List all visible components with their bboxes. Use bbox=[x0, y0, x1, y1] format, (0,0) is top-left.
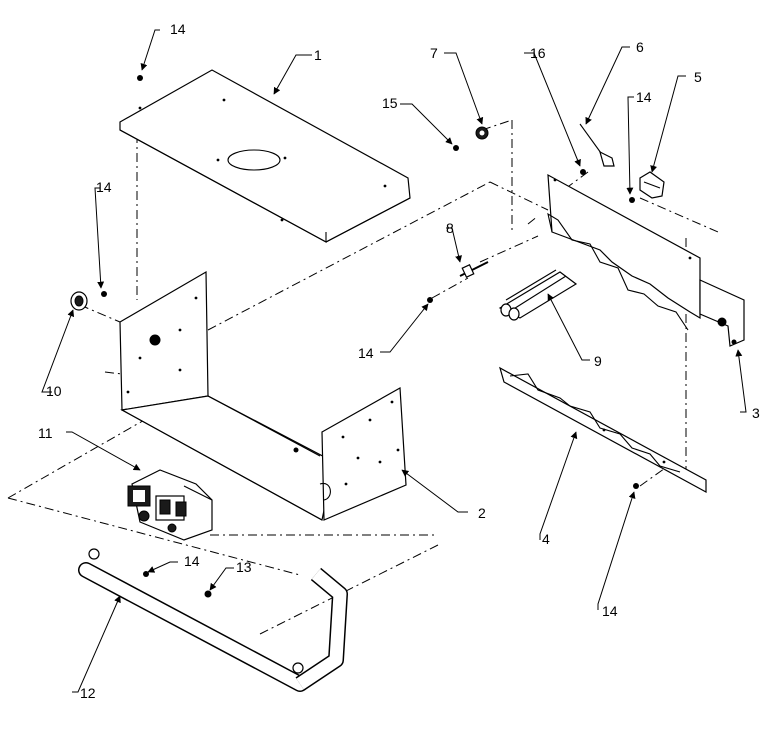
callout-10: 10 bbox=[46, 383, 62, 399]
callout-16: 16 bbox=[530, 45, 546, 61]
callout-14-center: 14 bbox=[358, 345, 374, 361]
callout-14-left: 14 bbox=[96, 179, 112, 195]
leader-lines bbox=[41, 29, 747, 693]
callout-13: 13 bbox=[236, 559, 252, 575]
grommet bbox=[475, 126, 489, 140]
callout-labels: 1 2 3 4 5 6 7 8 9 10 11 12 13 14 14 14 1… bbox=[38, 21, 760, 701]
callout-8: 8 bbox=[446, 220, 454, 236]
callout-3: 3 bbox=[752, 405, 760, 421]
burner-bracket bbox=[547, 173, 745, 347]
igniter bbox=[459, 261, 489, 279]
callout-7: 7 bbox=[430, 45, 438, 61]
callout-14-tube: 14 bbox=[184, 553, 200, 569]
callout-6: 6 bbox=[636, 39, 644, 55]
callout-15: 15 bbox=[382, 95, 398, 111]
callout-14-bracket: 14 bbox=[636, 89, 652, 105]
callout-14-top: 14 bbox=[170, 21, 186, 37]
bushing bbox=[70, 291, 88, 311]
burner-strip bbox=[499, 366, 707, 494]
callout-4: 4 bbox=[542, 531, 550, 547]
callout-9: 9 bbox=[594, 353, 602, 369]
screws bbox=[101, 75, 639, 598]
callout-14-bottom-right: 14 bbox=[602, 603, 618, 619]
manifold-tube bbox=[78, 548, 348, 692]
callout-12: 12 bbox=[80, 685, 96, 701]
small-bracket bbox=[639, 171, 665, 199]
callout-2: 2 bbox=[478, 505, 486, 521]
thermocouple bbox=[579, 123, 615, 167]
callout-11: 11 bbox=[38, 425, 53, 441]
burner-assembly bbox=[498, 269, 578, 321]
callout-5: 5 bbox=[694, 69, 702, 85]
callout-1: 1 bbox=[314, 47, 322, 63]
base-channel bbox=[119, 270, 407, 521]
top-panel bbox=[119, 69, 411, 243]
gas-valve bbox=[127, 469, 213, 541]
